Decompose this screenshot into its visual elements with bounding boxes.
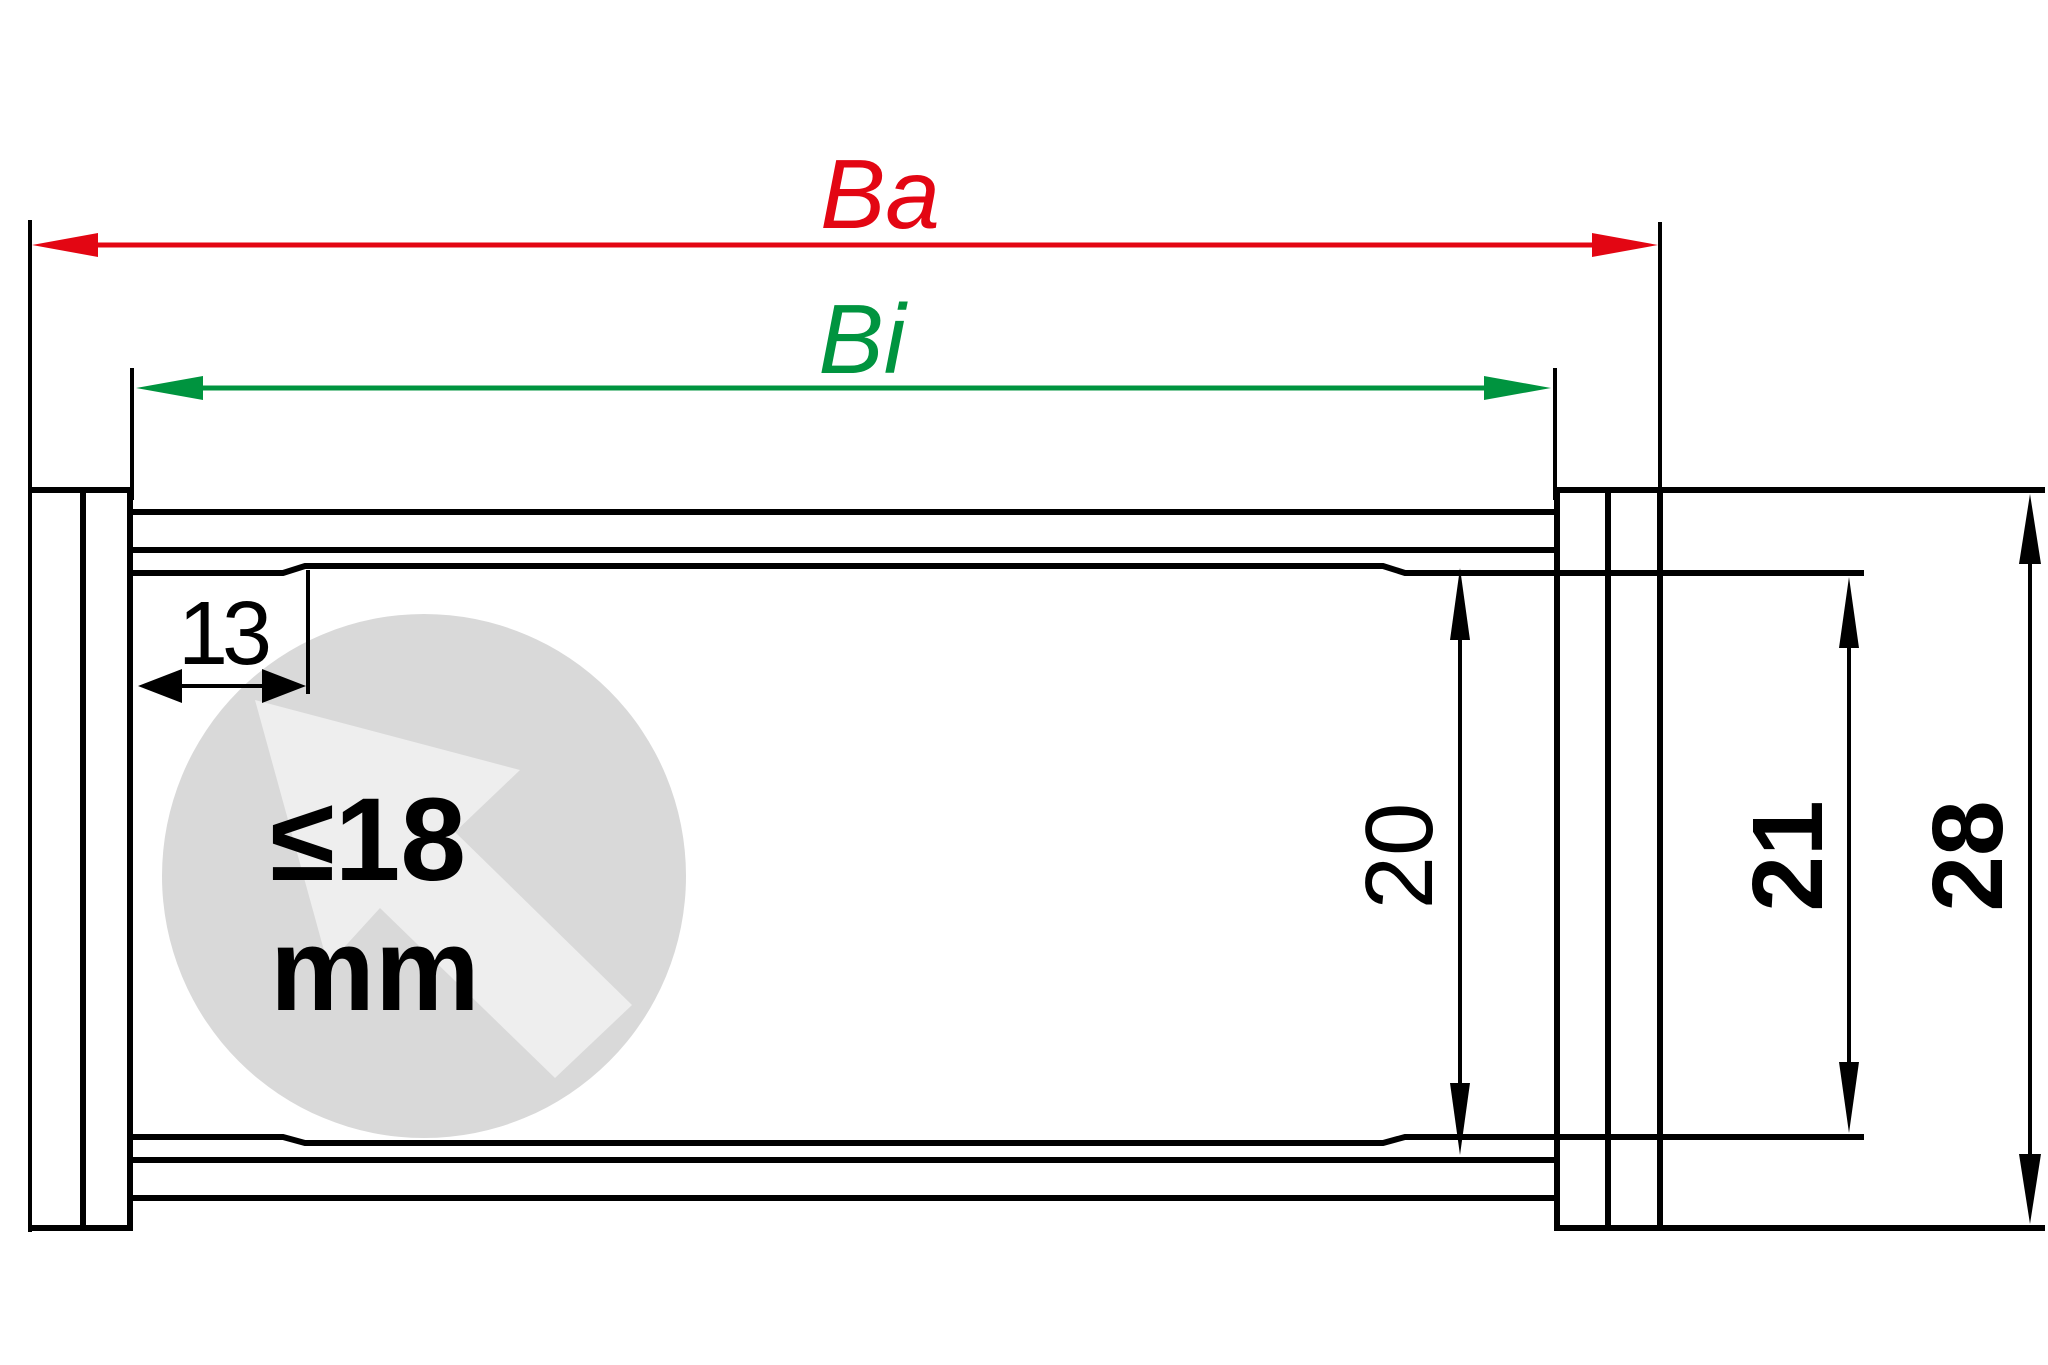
- cable-arrow-icon: [255, 700, 632, 1078]
- inner-width-dimension: Bi: [130, 284, 1557, 500]
- top-crossbar: [130, 509, 1557, 576]
- inner-clear-height-dimension: 21: [1557, 570, 1864, 1140]
- inner-clear-height-label: 21: [1732, 800, 1844, 911]
- cable-max-diameter-unit: mm: [270, 904, 480, 1036]
- offset-dimension: 13: [138, 570, 310, 703]
- cable-max-diameter-text: ≤18 mm: [270, 774, 480, 1036]
- inner-height-label: 20: [1346, 803, 1453, 910]
- inner-width-label: Bi: [818, 284, 907, 394]
- inner-height-dimension: 20: [1346, 568, 1470, 1155]
- bottom-crossbar: [130, 1134, 1557, 1201]
- outer-height-label: 28: [1912, 800, 2024, 911]
- outer-height-dimension: 28: [1660, 487, 2045, 1231]
- outer-width-label: Ba: [820, 139, 940, 249]
- offset-label: 13: [178, 584, 269, 684]
- left-side-plate: [30, 487, 133, 1231]
- right-side-plate: [1554, 487, 1663, 1231]
- cable-diameter-indicator: [162, 614, 686, 1138]
- cable-max-diameter-value: ≤18: [270, 774, 466, 906]
